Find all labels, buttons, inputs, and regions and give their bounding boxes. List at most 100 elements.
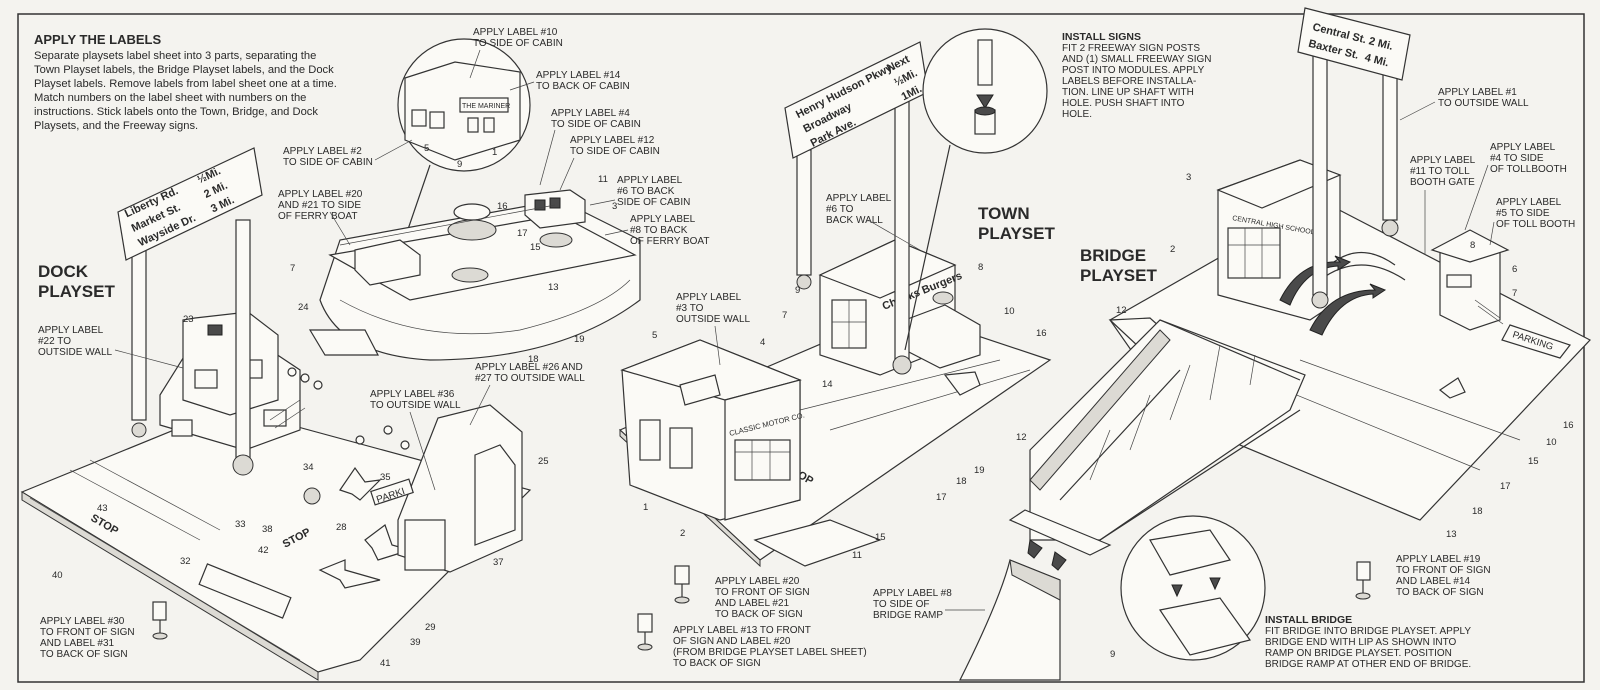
part-number: 17 — [936, 492, 947, 503]
part-number: 16 — [497, 201, 508, 212]
callout-line: #22 TO — [38, 336, 71, 347]
part-number: 5 — [424, 143, 429, 154]
bridge-deck-end — [1008, 509, 1112, 556]
callout-line: APPLY LABEL #26 AND — [475, 362, 583, 373]
part-number: 13 — [548, 282, 559, 293]
callout-line: TO SIDE OF CABIN — [570, 146, 660, 157]
part-number: 3 — [612, 201, 617, 212]
part-number: 28 — [336, 522, 347, 533]
part-number: 23 — [183, 314, 194, 325]
callout-line: TO OUTSIDE WALL — [1438, 98, 1529, 109]
town-callouts: APPLY LABEL #3 TO OUTSIDE WALL APPLY LAB… — [643, 193, 1047, 669]
dock-building-upper — [182, 311, 279, 416]
small-sign — [152, 601, 167, 621]
road-arrow — [339, 466, 382, 501]
part-number: 2 — [1170, 244, 1175, 255]
callout-line: APPLY LABEL #12 — [570, 135, 655, 146]
part-number: 16 — [1036, 328, 1047, 339]
callout-line: TO BACK OF CABIN — [536, 81, 630, 92]
install-detail-magnifier — [922, 28, 1048, 154]
ferry-funnel — [447, 219, 497, 241]
town-parking — [753, 519, 882, 567]
callout-line: APPLY LABEL #2 — [283, 146, 362, 157]
callout-line: AND LABEL #21 — [715, 598, 790, 609]
part-number: 19 — [974, 465, 985, 476]
town-title: TOWN — [978, 204, 1030, 223]
apply-labels-line: Town Playset labels, the Bridge Playset … — [34, 64, 334, 76]
ferry-boat-drawing: THE MARINER 5 9 1 — [308, 38, 641, 361]
sign-post-left — [131, 239, 147, 421]
parking-plate — [1501, 324, 1571, 359]
callout-line: #6 TO — [826, 204, 854, 215]
part-number: 12 — [1116, 305, 1127, 316]
part-number: 43 — [97, 503, 108, 514]
arrow-down-icon — [1027, 539, 1043, 559]
callout-line: APPLY LABEL — [617, 175, 683, 186]
callout-line: TO BACK OF SIGN — [40, 649, 128, 660]
showroom-window — [734, 439, 791, 481]
arch — [1329, 252, 1396, 266]
callout-line: APPLY LABEL #20 — [278, 189, 363, 200]
callout-line: APPLY LABEL — [676, 292, 742, 303]
part-number: 35 — [380, 472, 391, 483]
callout-line: OF FERRY BOAT — [278, 211, 357, 222]
callout-line: APPLY LABEL — [38, 325, 104, 336]
callout-line: APPLY LABEL #20 — [715, 576, 800, 587]
callout-line: TO BACK OF SIGN — [715, 609, 803, 620]
sign-line: 2 Mi. — [1368, 35, 1395, 53]
part-number: 34 — [303, 462, 314, 473]
install-signs-line: AND (1) SMALL FREEWAY SIGN — [1062, 54, 1211, 65]
dock-playset-drawing: DOCK PLAYSET STOP STOP Liberty Rd. — [20, 147, 532, 681]
bridge-road-sign — [1297, 7, 1411, 81]
part-number: 32 — [180, 556, 191, 567]
apply-labels-line: Playsets, and the Freeway signs. — [34, 120, 198, 132]
callout-line: TO OUTSIDE WALL — [370, 400, 461, 411]
callout-line: TO BACK OF SIGN — [673, 658, 761, 669]
callout-line: TO FRONT OF SIGN — [40, 627, 135, 638]
part-number: 11 — [852, 550, 862, 561]
install-arrow — [1309, 283, 1387, 336]
part-number: 5 — [652, 330, 657, 341]
mariner-plate — [459, 97, 509, 113]
callout-line: TO SIDE OF CABIN — [283, 157, 373, 168]
callout-line: BOOTH GATE — [1410, 177, 1475, 188]
part-number: 1 — [492, 147, 497, 158]
window — [194, 369, 218, 389]
bridge-end-detail — [1149, 529, 1231, 576]
install-signs-line: LABELS BEFORE INSTALLA- — [1062, 76, 1196, 87]
window — [263, 409, 287, 427]
callout-line: TO SIDE OF CABIN — [551, 119, 641, 130]
callout-line: BACK WALL — [826, 215, 883, 226]
small-sign — [1356, 561, 1371, 581]
road-arrow — [318, 559, 381, 589]
part-number: 9 — [1110, 649, 1115, 660]
window-dark — [207, 324, 223, 336]
part-number: 8 — [978, 262, 983, 273]
part-number: 1 — [643, 502, 648, 513]
arrow-down-icon — [976, 94, 994, 109]
install-signs-line: FIT 2 FREEWAY SIGN POSTS — [1062, 43, 1200, 54]
part-number: 15 — [875, 532, 886, 543]
dock-road-sign — [117, 147, 263, 261]
part-number: 15 — [530, 242, 541, 253]
road-arrow — [1438, 377, 1466, 399]
part-number: 12 — [1016, 432, 1027, 443]
sign-post-left — [1312, 54, 1328, 296]
install-signs-line: POST INTO MODULES. APPLY — [1062, 65, 1205, 76]
part-number: 6 — [1512, 264, 1517, 275]
install-bridge-line: RAMP ON BRIDGE PLAYSET. POSITION — [1265, 648, 1452, 659]
callout-line: #6 TO BACK — [617, 186, 675, 197]
callout-line: OF FERRY BOAT — [630, 236, 709, 247]
part-number: 10 — [1546, 437, 1557, 448]
page-border — [17, 13, 1585, 683]
callout-line: APPLY LABEL — [630, 214, 696, 225]
town-playset-drawing: TOWN PLAYSET STOP CLASSIC MOTOR CO. Chuc… — [618, 28, 1055, 651]
part-number: 7 — [782, 310, 787, 321]
sign-post-left — [796, 149, 812, 276]
arrow-down-icon — [1051, 551, 1067, 571]
bridge-callouts: APPLY LABEL #1 TO OUTSIDE WALL APPLY LAB… — [873, 87, 1575, 660]
callout-line: #4 TO SIDE — [1490, 153, 1544, 164]
install-bridge-line: FIT BRIDGE INTO BRIDGE PLAYSET. APPLY — [1265, 626, 1471, 637]
callout-line: #3 TO — [676, 303, 704, 314]
part-number: 19 — [574, 334, 585, 345]
